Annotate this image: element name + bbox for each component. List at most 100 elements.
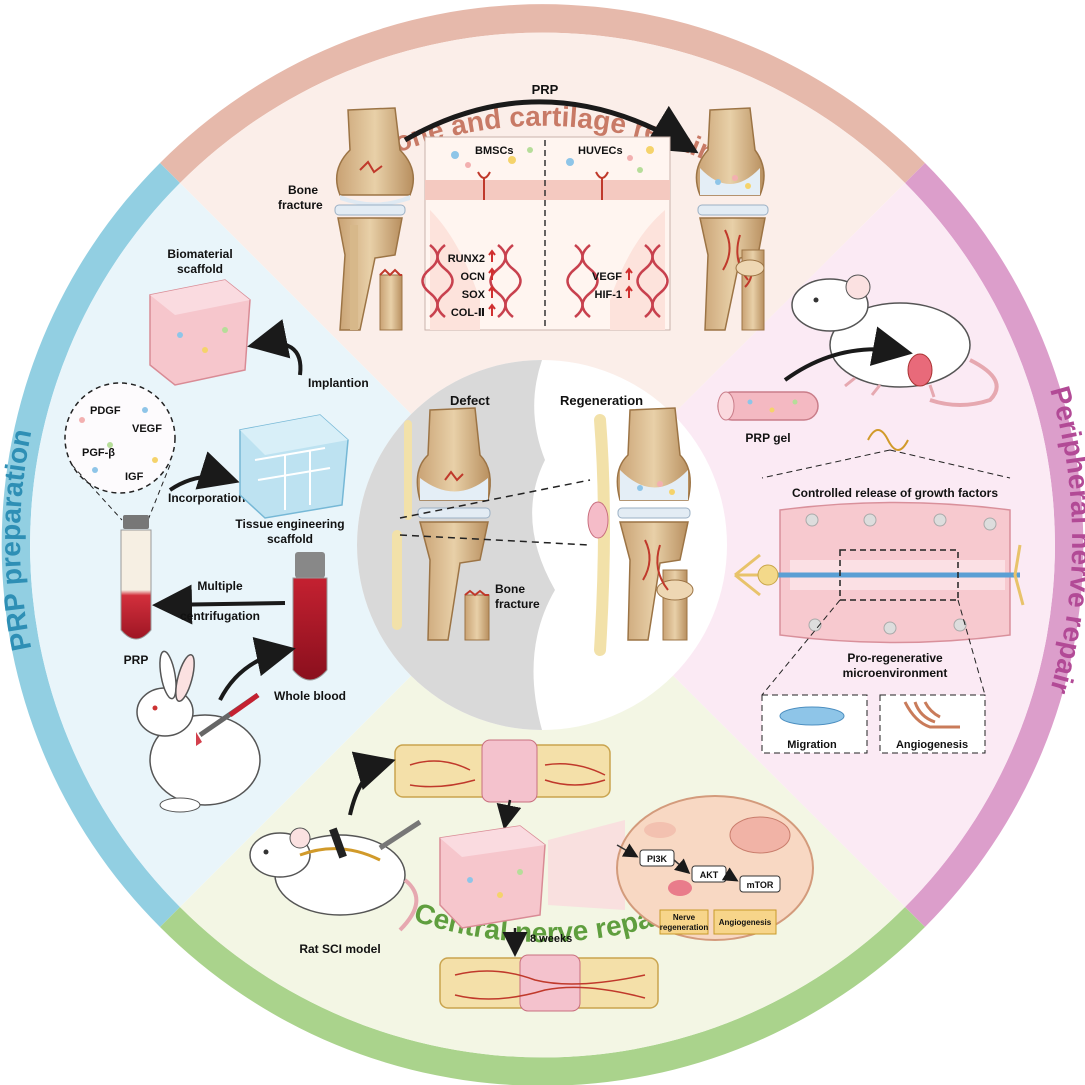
growth-factor-label: VEGF [132, 423, 162, 435]
nerve-segment-icon [867, 429, 909, 451]
pathway-arrow [721, 867, 739, 882]
zoom-line-lower [399, 534, 591, 546]
growth-factor-label: PGF-β [82, 447, 115, 459]
ring-bottom-sector [160, 907, 925, 1085]
bone-fracture-label-2: fracture [278, 198, 323, 212]
growth-factor-bubble [64, 382, 176, 494]
bone-section: PRP Bone fracture [278, 82, 769, 331]
biomaterial-label-2: scaffold [177, 262, 223, 276]
nerve-conduit-cross-section [734, 501, 1025, 644]
prp-arrow [403, 99, 699, 154]
center-circle: Defect Regeneration Bone fracture [357, 360, 727, 730]
upregulation-arrow-icon [488, 249, 496, 262]
angiogenesis-box [879, 694, 986, 754]
growth-factor-label: PDGF [90, 405, 121, 417]
gene-label: OCN [461, 271, 486, 283]
multiple-label: Multiple [197, 579, 243, 593]
angiogenesis-pathway-box [713, 909, 777, 935]
ring-top-sector [160, 4, 925, 183]
migration-label: Migration [787, 739, 837, 751]
angiogenesis-label: Angiogenesis [896, 739, 968, 751]
nerve-regeneration-box [659, 909, 709, 935]
bmscs-label: BMSCs [475, 145, 514, 157]
controlled-release-label: Controlled release of growth factors [792, 486, 998, 500]
rat-sci-label: Rat SCI model [299, 942, 380, 956]
gene-label: SOX [462, 289, 486, 301]
healed-knee-illustration [695, 107, 769, 331]
pi3k-box [639, 849, 675, 867]
mtor-box [739, 875, 781, 893]
zoom-line-migration [761, 599, 841, 696]
gene-label: COL-Ⅱ [451, 307, 485, 319]
cell-membrane [425, 180, 670, 200]
pi3k-label: PI3K [647, 854, 668, 864]
upregulation-arrow-icon [625, 285, 633, 298]
biomaterial-label-1: Biomaterial [167, 247, 232, 261]
bubble-dots [79, 407, 158, 473]
outer-ring [1, 4, 1084, 1085]
bubble-lead-right [147, 464, 171, 521]
defect-label: Defect [450, 393, 490, 408]
zoom-line-angiogenesis [957, 599, 986, 696]
pathway-arrow [673, 858, 691, 874]
nerve-regeneration-label-1: Nerve [673, 913, 696, 922]
centrifugation-label: centrifugation [180, 609, 260, 623]
prp-gel-conduit [717, 391, 819, 421]
prp-tube [120, 515, 152, 640]
bone-fracture-label-1: Bone [288, 183, 318, 197]
dna-helix-icons [421, 244, 669, 318]
weeks-label: 8 weeks [530, 933, 572, 945]
angiogenesis-pathway-label: Angiogenesis [719, 918, 772, 927]
growth-factor-label: IGF [125, 471, 144, 483]
incorporation-label: Incorporation [168, 491, 245, 505]
rat-illustration-sci [249, 819, 422, 932]
gene-label: HIF-1 [595, 289, 623, 301]
huvecs-label: HUVECs [578, 145, 623, 157]
zoom-line-upper [399, 479, 591, 519]
central-scaffold-cube [439, 825, 546, 929]
prp-gel-arrow [783, 326, 913, 382]
nerve-regeneration-label-2: regeneration [660, 923, 709, 932]
pathway-arrow [616, 843, 639, 858]
scaffold-down-arrow [496, 799, 522, 830]
upregulation-arrow-icon [488, 285, 496, 298]
rabbit-illustration [136, 650, 261, 813]
peripheral-nerve-section: PRP gel Controlled release of growth fac… [717, 274, 1025, 754]
prp-gel-label: PRP gel [745, 431, 790, 445]
regenerated-knee [587, 407, 694, 656]
pro-regenerative-label-2: microenvironment [843, 666, 948, 680]
upregulation-arrow-icon [488, 303, 496, 316]
akt-label: AKT [700, 870, 719, 880]
upregulation-arrow-icon [625, 267, 633, 280]
regeneration-label: Regeneration [560, 393, 643, 408]
center-bone-label-2: fracture [495, 597, 540, 611]
gene-list-right: VEGF HIF-1 [592, 267, 633, 301]
bubble-lead-left [71, 464, 123, 521]
implantion-arrow [247, 319, 303, 376]
pro-regenerative-label-1: Pro-regenerative [847, 651, 943, 665]
tissue-engineering-scaffold-cube [239, 414, 349, 519]
tissue-label-2: scaffold [267, 532, 313, 546]
peripheral-zoom-right [889, 449, 1011, 479]
prp-preparation-section: Biomaterial scaffold Implantion PDGFVEGF… [64, 247, 369, 813]
mtor-label: mTOR [747, 880, 774, 890]
migration-box [761, 694, 868, 754]
center-bone-label-1: Bone [495, 582, 525, 596]
ring-left-sector [1, 163, 180, 927]
biomaterial-scaffold-cube [149, 279, 251, 386]
gene-label: RUNX2 [448, 253, 485, 265]
spinal-cord-injured [394, 739, 611, 803]
peripheral-zoom-left [761, 449, 891, 479]
prp-tube-label: PRP [124, 653, 149, 667]
fractured-knee-illustration [334, 107, 415, 331]
gene-label: VEGF [592, 271, 622, 283]
centrifugation-arrow [152, 584, 286, 625]
central-nerve-section: Rat SCI model PI3K AKT mTOR Nerveregenerati… [249, 739, 814, 1012]
ring-right-sector [905, 163, 1084, 927]
incorporation-arrow [168, 451, 240, 492]
whole-blood-label: Whole blood [274, 689, 346, 703]
receptor-icon [477, 171, 609, 200]
